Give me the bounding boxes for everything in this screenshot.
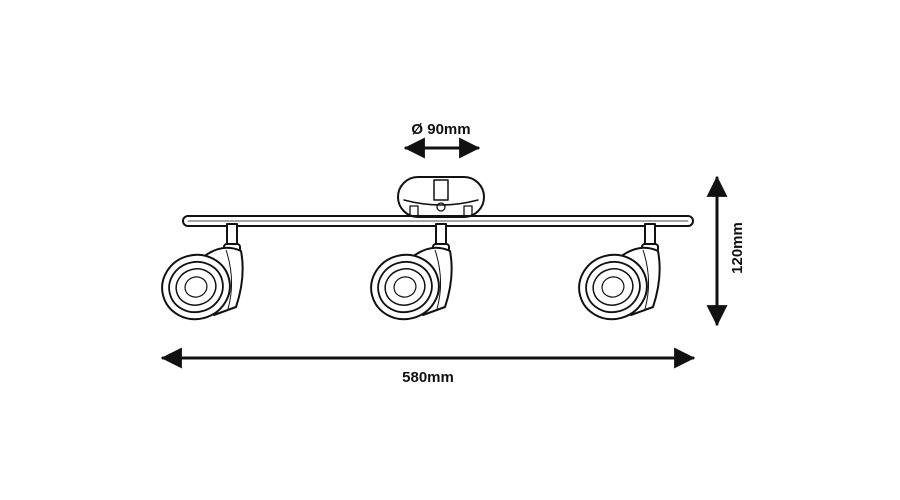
- height-dimension: 120mm: [706, 175, 746, 327]
- spot-bulb: [184, 276, 208, 298]
- spot-lens: [384, 268, 426, 306]
- spot-rim: [578, 253, 648, 321]
- spot-highlight: [434, 249, 441, 310]
- spot-rim: [370, 253, 440, 321]
- spot-rim: [161, 253, 231, 321]
- height-label: 120mm: [729, 222, 746, 274]
- spotlights: [161, 223, 661, 321]
- width-dimension: 580mm: [160, 347, 696, 386]
- spotlight-right: [578, 223, 661, 321]
- spot-lens: [175, 268, 217, 306]
- spotlight-left: [161, 223, 244, 321]
- width-label: 580mm: [402, 369, 454, 386]
- diameter-label: Ø 90mm: [411, 121, 470, 138]
- canopy: [397, 176, 485, 218]
- spot-highlight: [225, 249, 232, 310]
- diameter-dimension: Ø 90mm: [403, 121, 481, 159]
- spotlight-center: [370, 223, 453, 321]
- spot-highlight: [642, 249, 649, 310]
- spot-bulb: [601, 276, 625, 298]
- spot-bulb: [393, 276, 417, 298]
- spot-lens: [592, 268, 634, 306]
- spot-inner-rim: [168, 260, 224, 314]
- spot-inner-rim: [585, 260, 641, 314]
- spot-inner-rim: [377, 260, 433, 314]
